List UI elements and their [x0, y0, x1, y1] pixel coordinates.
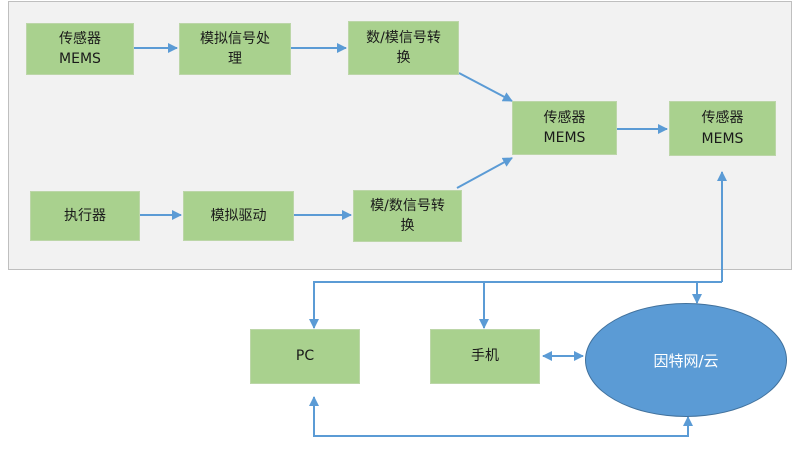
- phone-label: 手机: [471, 348, 499, 365]
- analog-proc-line2: 理: [228, 51, 242, 67]
- analog-drive-node: 模拟驱动: [183, 191, 294, 241]
- mems-mid-node: 传感器 MEMS: [512, 101, 617, 155]
- link-bus-to-pc: [309, 281, 697, 329]
- dac-line1: 数/模信号转: [366, 29, 441, 46]
- analog-signal-processing-node: 模拟信号处 理: [179, 23, 291, 75]
- link-bus-to-cloud: [692, 281, 722, 304]
- adc-line1: 模/数信号转: [370, 197, 445, 214]
- mems-mid-line2: MEMS: [543, 130, 586, 146]
- phone-node: 手机: [430, 329, 540, 384]
- adc-node: 模/数信号转 换: [353, 190, 462, 242]
- sensor-line1: 传感器: [59, 30, 101, 47]
- arrow-adc-to-mems-mid: [456, 157, 513, 189]
- mems-right-line2: MEMS: [701, 130, 744, 147]
- pc-label: PC: [295, 348, 315, 365]
- arrow-dac-to-mems-mid: [458, 72, 513, 102]
- link-pc-to-cloud: [309, 396, 693, 437]
- mems-mid-line1: 传感器: [543, 109, 586, 126]
- internet-cloud-node: 因特网/云: [585, 303, 787, 417]
- sensor-mems-node: 传感器 MEMS: [26, 23, 134, 75]
- pc-node: PC: [250, 329, 360, 384]
- dac-line2: 换: [396, 50, 411, 66]
- actuator-label: 执行器: [64, 207, 106, 224]
- mems-right-line1: 传感器: [701, 110, 744, 127]
- dac-node: 数/模信号转 换: [348, 21, 459, 75]
- sensor-line2: MEMS: [59, 51, 101, 67]
- analog-drive-label: 模拟驱动: [210, 207, 267, 224]
- adc-line2: 换: [400, 218, 415, 234]
- mems-right-node: 传感器 MEMS: [669, 101, 776, 156]
- actuator-node: 执行器: [30, 191, 140, 241]
- analog-proc-line1: 模拟信号处: [200, 30, 270, 47]
- cloud-label: 因特网/云: [653, 351, 719, 370]
